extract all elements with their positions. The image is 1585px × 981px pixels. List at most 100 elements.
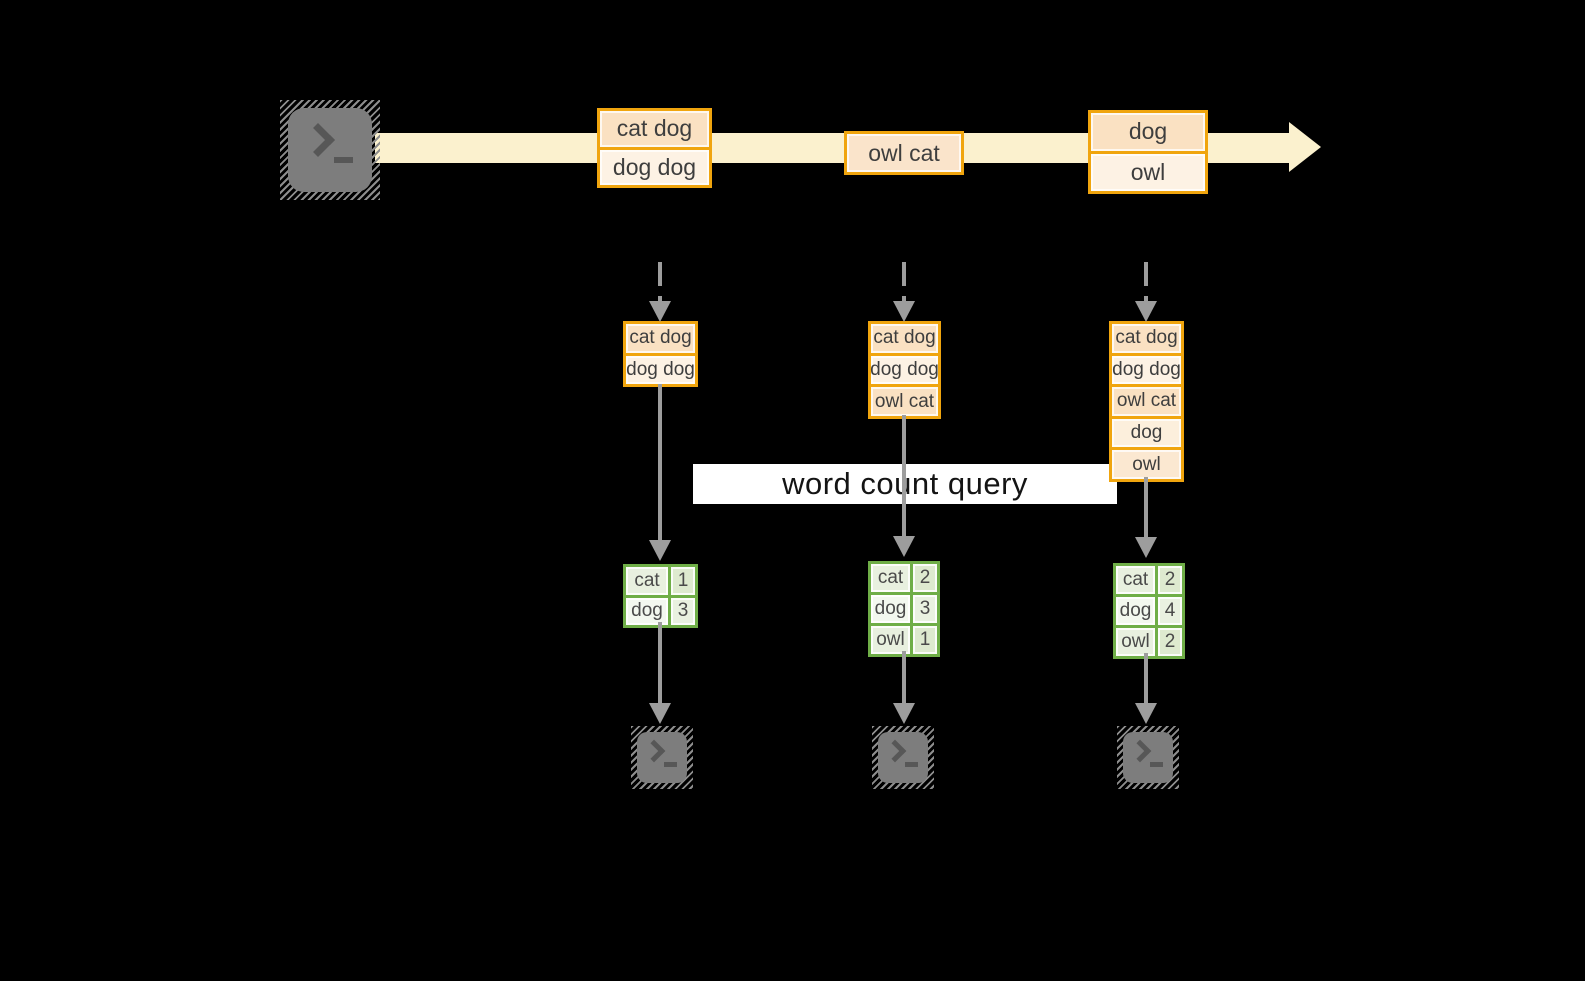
batch-text: cat dog [629,327,692,349]
prompt-underscore-icon [334,157,353,163]
sink-arrow-line-2 [902,651,906,703]
batch-cell: cat dog [871,324,938,353]
prompt-chevron-icon [1128,739,1152,763]
sink-terminal-icon-1 [631,726,693,789]
word-cell: cat [871,564,910,592]
batch-cell: dog dog [870,355,939,385]
word-cell: cat [1116,566,1155,594]
query-arrow-line-2 [902,415,906,537]
event-text: owl cat [868,139,940,166]
word-cell: dog [626,597,668,625]
terminal-body [1123,732,1173,783]
batch-text: dog dog [870,359,939,380]
event-cell: cat dog [600,111,709,147]
query-arrow-head-2 [893,536,915,557]
word-cell: dog [1116,597,1155,625]
sink-arrow-head-3 [1135,703,1157,724]
count-text: 3 [677,600,689,622]
count-text: 2 [919,567,931,588]
event-text: owl [1130,158,1166,185]
word-cell: cat [626,567,668,595]
batch-cell: owl cat [1112,387,1181,416]
sink-terminal-icon-3 [1117,726,1179,789]
batch-cell: cat dog [1112,324,1181,353]
query-arrow-head-3 [1135,537,1157,558]
result-table-1: cat 1 dog 3 [623,564,698,628]
terminal-body [637,732,687,783]
word-text: dog [1119,600,1152,621]
micro-batch-stack-1: cat dog dog dog [623,321,698,387]
dashed-arrow-head-1 [649,301,671,322]
query-arrow-head-1 [649,540,671,561]
batch-cell: dog dog [1112,355,1181,385]
word-cell: dog [871,595,910,623]
sink-arrow-head-2 [893,703,915,724]
sink-arrow-line-3 [1144,653,1148,703]
batch-text: cat dog [1115,327,1178,349]
count-text: 2 [1164,631,1176,652]
word-text: owl [1121,631,1150,652]
batch-text: cat dog [873,327,936,349]
event-cell: dog dog [600,149,709,185]
terminal-body [288,108,372,192]
event-text: dog dog [612,153,697,180]
dashed-arrow-head-3 [1135,301,1157,322]
timeline-event-box-1: cat dog dog dog [597,108,712,188]
count-text: 1 [919,629,931,650]
prompt-chevron-icon [642,739,666,763]
word-cell: owl [1116,628,1155,656]
count-text: 1 [677,569,689,591]
batch-text: dog dog [1112,358,1181,380]
terminal-body [878,732,928,783]
prompt-chevron-icon [883,739,907,763]
query-arrow-line-3 [1144,477,1148,538]
dashed-arrow-line-1 [658,262,662,308]
count-cell: 2 [1158,628,1182,656]
batch-cell: owl cat [871,387,938,417]
sink-terminal-icon-2 [872,726,934,789]
event-text: dog [1128,118,1168,145]
dashed-arrow-head-2 [893,301,915,322]
batch-text: owl [1132,453,1161,475]
batch-text: owl cat [874,390,935,412]
source-terminal-icon [280,100,380,200]
batch-cell: dog [1112,418,1181,448]
batch-cell: cat dog [626,324,695,353]
word-text: cat [634,569,660,591]
count-cell: 3 [913,595,937,623]
micro-batch-stack-2: cat dog dog dog owl cat [868,321,941,419]
event-cell: dog [1091,113,1205,151]
prompt-underscore-icon [664,762,677,767]
batch-cell: owl [1112,450,1181,479]
count-text: 2 [1164,569,1176,590]
batch-text: owl cat [1116,390,1177,412]
count-cell: 2 [913,564,937,592]
prompt-underscore-icon [905,762,918,767]
count-text: 3 [919,598,931,619]
count-cell: 1 [913,626,937,654]
query-arrow-line-1 [658,384,662,541]
timeline-event-box-3: dog owl [1088,110,1208,194]
word-text: dog [874,598,907,619]
word-cell: owl [871,626,910,654]
batch-cell: dog dog [626,355,695,384]
event-text: cat dog [616,115,693,142]
word-text: dog [631,600,663,622]
result-table-3: cat 2 dog 4 owl 2 [1113,563,1185,659]
count-cell: 3 [671,597,695,625]
word-text: owl [876,629,905,650]
timeline-event-box-2: owl cat [844,131,964,175]
micro-batch-stack-3: cat dog dog dog owl cat dog owl [1109,321,1184,482]
event-cell: owl [1091,153,1205,191]
dashed-arrow-line-3 [1144,262,1148,308]
count-text: 4 [1164,600,1176,621]
sink-arrow-head-1 [649,703,671,724]
prompt-chevron-icon [301,123,335,157]
count-cell: 1 [671,567,695,595]
result-table-2: cat 2 dog 3 owl 1 [868,561,940,657]
stream-arrowhead [1289,122,1321,172]
prompt-underscore-icon [1150,762,1163,767]
word-text: cat [877,567,904,588]
sink-arrow-line-1 [658,622,662,703]
